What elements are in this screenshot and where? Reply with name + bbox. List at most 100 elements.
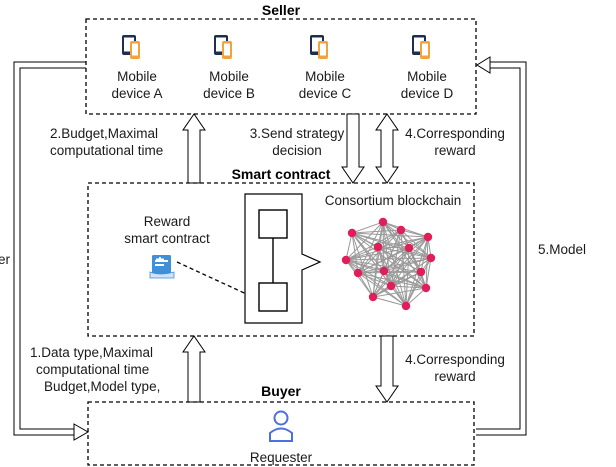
device-d-label-line1: Mobile (407, 69, 447, 84)
consortium-label: Consortium blockchain (325, 193, 462, 208)
network-edge (357, 272, 407, 307)
device-d-label-line2: device D (401, 86, 454, 101)
network-edge (372, 287, 427, 298)
network-node (368, 292, 378, 302)
network-edge (383, 257, 432, 272)
requester-label: Requester (250, 450, 313, 465)
network-node (347, 228, 357, 238)
network-node (353, 268, 363, 278)
buyer-title: Buyer (261, 383, 301, 399)
buyer-box (87, 401, 475, 466)
step4-bottom-label-line2: reward (434, 369, 475, 384)
device-d: Mobile device D (401, 35, 454, 101)
network-edge (357, 257, 432, 274)
network-node (421, 283, 431, 293)
network-graph (341, 217, 436, 311)
network-edge (405, 257, 432, 307)
network-edge (377, 246, 410, 249)
left-loop-arrow (13, 61, 90, 441)
network-edge (351, 232, 432, 259)
mobile-device-icon (412, 35, 430, 59)
user-icon (269, 410, 293, 442)
network-edge (390, 285, 427, 289)
network-edge (357, 272, 392, 287)
network-edge (351, 232, 429, 238)
network-node (401, 301, 411, 311)
network-node (423, 232, 433, 242)
network-edge (351, 229, 402, 234)
step4-top-label-line1: 4.Corresponding (405, 126, 505, 141)
right-loop-arrow (476, 56, 527, 436)
network-node (426, 253, 436, 263)
step4-bottom-down-arrow (375, 335, 399, 403)
network-edge (382, 221, 429, 238)
network-edge (390, 271, 422, 287)
network-edge (345, 221, 384, 261)
network-edge (425, 257, 432, 289)
step4-bottom-label-line1: 4.Corresponding (405, 352, 505, 367)
step4-top-label-line2: reward (434, 143, 475, 158)
network-edge (372, 296, 407, 307)
network-node (378, 217, 388, 227)
network-edge (345, 257, 432, 261)
network-edge (400, 229, 429, 238)
network-edge (405, 287, 427, 307)
network-edge (345, 247, 410, 261)
step3-down-arrow (341, 113, 365, 184)
network-edge (377, 246, 422, 273)
network-edge (351, 232, 427, 289)
mobile-device-icon (310, 35, 328, 59)
device-a: Mobile device A (111, 35, 163, 101)
step1-up-arrow (182, 335, 206, 403)
smart-contract-box (87, 182, 475, 337)
network-edge (377, 229, 402, 248)
network-edge (357, 247, 410, 274)
mobile-device-icon (122, 35, 140, 59)
device-c-label-line1: Mobile (305, 69, 345, 84)
device-c-label-line2: device C (299, 86, 352, 101)
mobile-device-icon (214, 35, 232, 59)
network-edge (425, 236, 429, 289)
network-edge (345, 246, 379, 261)
network-node (396, 225, 406, 235)
device-b-label-line1: Mobile (209, 69, 249, 84)
device-a-label-line1: Mobile (117, 69, 157, 84)
network-node (379, 266, 389, 276)
step1-label-line3: Budget,Model type, (44, 379, 160, 394)
device-a-label-line2: device A (111, 86, 162, 101)
step3-label-line2: decision (272, 143, 322, 158)
network-node (386, 281, 396, 291)
step5-label: 5.Model (538, 242, 586, 257)
step3-label-line1: 3.Send strategy (250, 126, 345, 141)
network-node (341, 255, 351, 265)
network-edge (390, 257, 432, 287)
network-edge (345, 259, 374, 298)
network-edge (383, 270, 407, 307)
network-edge (377, 236, 429, 248)
block-bottom (258, 282, 288, 312)
network-edge (377, 246, 427, 289)
network-edge (357, 272, 374, 298)
left-clipped-label: er (0, 252, 11, 267)
network-edge (345, 259, 407, 307)
network-edge (372, 270, 385, 298)
block-top (258, 209, 288, 239)
step2-label-line2: computational time (50, 143, 163, 158)
network-edge (405, 247, 410, 307)
network-edge (345, 259, 422, 273)
contract-document-icon (149, 255, 175, 279)
network-node (404, 243, 414, 253)
step1-label-line1: 1.Data type,Maximal (30, 345, 153, 360)
network-edge (351, 221, 384, 234)
smart-contract-title: Smart contract (232, 166, 331, 182)
network-node (373, 242, 383, 252)
network-edge (383, 270, 422, 273)
step4-top-double-arrow (375, 113, 399, 184)
contract-link-line (176, 261, 256, 299)
network-edge (345, 229, 402, 261)
step2-label-line1: 2.Budget,Maximal (50, 126, 158, 141)
seller-title: Seller (262, 2, 301, 18)
device-b: Mobile device B (203, 35, 255, 101)
